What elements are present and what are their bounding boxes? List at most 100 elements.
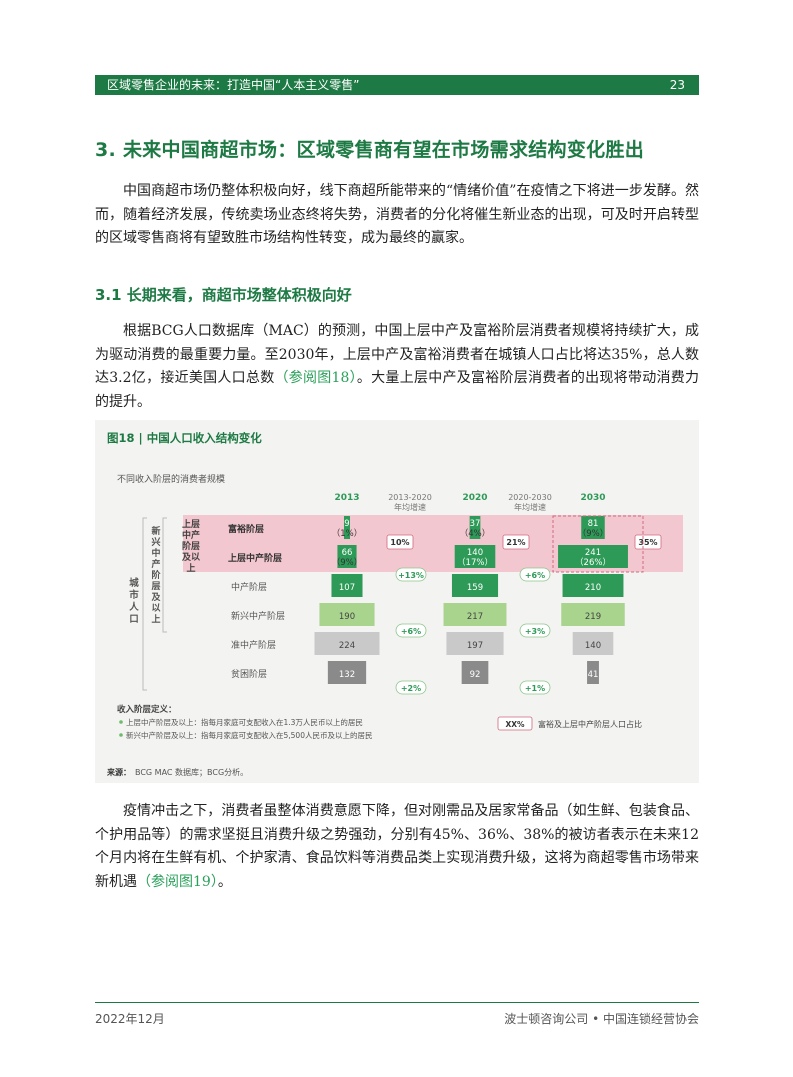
paragraph-2: 根据BCG人口数据库（MAC）的预测，中国上层中产及富裕阶层消费者规模将持续扩大…	[95, 320, 699, 414]
growth-pill	[519, 567, 551, 582]
footer-divider	[95, 1002, 699, 1003]
bar-value-label: 107	[339, 583, 355, 593]
bar-value-label: 37	[470, 519, 481, 529]
growth-pill-value: +2%	[401, 684, 421, 693]
city-population-bracket	[142, 517, 147, 691]
category-label: 新兴中产阶层	[231, 610, 285, 622]
bar-中产阶层	[451, 574, 499, 597]
legend-box	[497, 716, 533, 731]
source-text: BCG MAC 数据库；BCG分析。	[135, 767, 248, 777]
growth-header: 年均增速	[514, 502, 546, 512]
bar-value-label: 241	[585, 548, 601, 558]
bar-value-label: 140	[467, 548, 483, 558]
share-box-value: 10%	[390, 538, 409, 547]
bar-pct-label: （9%）	[332, 557, 363, 568]
group-top-label-line: 上层	[182, 518, 200, 530]
group-inner-label-char: 层	[151, 581, 160, 592]
bar-准中产阶层	[446, 632, 504, 655]
figure-subtitle: 不同收入阶层的消费者规模	[117, 473, 225, 485]
group-top-label-line: 中产	[182, 529, 200, 541]
para2-text-after: 。大量上层中产及富裕阶层消费者的出现将带动消费力的提升。	[95, 370, 700, 410]
bar-贫困阶层	[461, 661, 489, 684]
group-inner-label-char: 阶	[151, 569, 161, 581]
footer-publisher: 波士顿咨询公司 • 中国连锁经营协会	[504, 1012, 699, 1026]
growth-pill-value: +6%	[401, 627, 421, 636]
definition-title: 收入阶层定义：	[117, 704, 177, 715]
bar-贫困阶层	[587, 661, 599, 684]
category-label: 准中产阶层	[231, 639, 276, 651]
bar-value-label: 190	[339, 612, 355, 622]
share-box-value: 21%	[506, 538, 525, 547]
definition-item: 新兴中产阶层及以上：指每月家庭可支配收入在5,500人民币及以上的居民	[126, 730, 372, 740]
bar-value-label: 210	[585, 583, 601, 593]
highlight-2030-box	[552, 515, 644, 573]
group-inner-label-char: 及	[151, 592, 161, 603]
figure-18: 图18 | 中国人口收入结构变化不同收入阶层的消费者规模城市人口新兴中产阶层及以…	[95, 420, 699, 783]
year-header: 2030	[580, 493, 605, 503]
bar-value-label: 81	[588, 519, 599, 529]
figure19-reference-link[interactable]: （参阅图19）	[137, 873, 218, 890]
subsection-title: 3.1 长期来看，商超市场整体积极向好	[95, 286, 352, 304]
page-number: 23	[669, 78, 685, 92]
definition-item: 上层中产阶层及以上：指每月家庭可支配收入在1.3万人民币以上的居民	[126, 717, 363, 727]
category-label: 贫困阶层	[231, 668, 267, 680]
growth-header: 2013-2020	[388, 493, 432, 502]
category-label: 富裕阶层	[228, 523, 264, 535]
growth-pill	[395, 567, 427, 582]
share-box	[634, 534, 662, 550]
bar-富裕阶层	[581, 516, 605, 539]
bar-新兴中产阶层	[561, 603, 625, 626]
growth-pill-value: +1%	[525, 684, 545, 693]
growth-pill-value: +6%	[525, 571, 545, 580]
footer-date: 2022年12月	[95, 1012, 165, 1026]
bar-富裕阶层	[469, 516, 481, 539]
figure-title: 图18 | 中国人口收入结构变化	[107, 431, 262, 445]
bar-中产阶层	[562, 574, 624, 597]
group-inner-label-char: 中	[151, 547, 160, 559]
bar-value-label: 219	[585, 612, 601, 622]
bar-value-label: 9	[344, 519, 349, 529]
bar-贫困阶层	[327, 661, 367, 684]
section-title: 3. 未来中国商超市场：区域零售商有望在市场需求结构变化胜出	[95, 139, 645, 161]
group-outer-label-char: 人	[129, 601, 139, 613]
group-inner-label-char: 以	[151, 603, 160, 614]
bar-上层中产阶层	[454, 545, 496, 568]
bar-value-label: 92	[470, 670, 481, 680]
growth-pill	[519, 680, 551, 695]
category-label: 中产阶层	[231, 581, 267, 593]
bar-pct-label: （17%）	[457, 557, 493, 568]
group-top-label-line: 上	[186, 562, 195, 574]
growth-pill	[395, 680, 427, 695]
growth-header: 2020-2030	[508, 493, 552, 502]
group-inner-label-char: 上	[151, 613, 160, 625]
share-box	[386, 534, 414, 550]
para3-text-before: 疫情冲击之下，消费者虽整体消费意愿下降，但对刚需品及居家常备品（如生鲜、包装食品…	[95, 803, 699, 890]
bar-value-label: 140	[585, 641, 601, 651]
bar-准中产阶层	[572, 632, 614, 655]
legend-text: 富裕及上层中产阶层人口占比	[538, 719, 642, 729]
group-inner-label-char: 新	[151, 525, 160, 537]
bar-pct-label: （4%）	[460, 528, 491, 539]
emerging-middle-bracket	[162, 517, 167, 633]
group-top-label-line: 及以	[182, 552, 200, 563]
year-header: 2013	[334, 493, 359, 503]
group-inner-label-char: 产	[151, 558, 160, 570]
definition-bullet	[119, 720, 123, 724]
figure18-reference-link[interactable]: （参阅图18）	[274, 370, 357, 386]
header-bar: 区域零售企业的未来：打造中国“人本主义零售” 23	[95, 75, 699, 95]
group-top-label-line: 阶层	[182, 540, 200, 552]
growth-pill	[519, 623, 551, 638]
bar-pct-label: （26%）	[575, 557, 611, 568]
bar-中产阶层	[331, 574, 363, 597]
bar-上层中产阶层	[558, 545, 628, 568]
share-box	[502, 534, 530, 550]
bar-pct-label: （9%）	[578, 528, 609, 539]
group-outer-label-char: 城	[129, 577, 139, 589]
group-inner-label-char: 兴	[151, 536, 160, 548]
group-outer-label-char: 口	[129, 614, 139, 625]
growth-header: 年均增速	[394, 502, 426, 512]
bar-value-label: 159	[467, 583, 483, 593]
share-box-value: 35%	[638, 538, 657, 547]
bar-富裕阶层	[344, 516, 350, 539]
bar-新兴中产阶层	[443, 603, 507, 626]
